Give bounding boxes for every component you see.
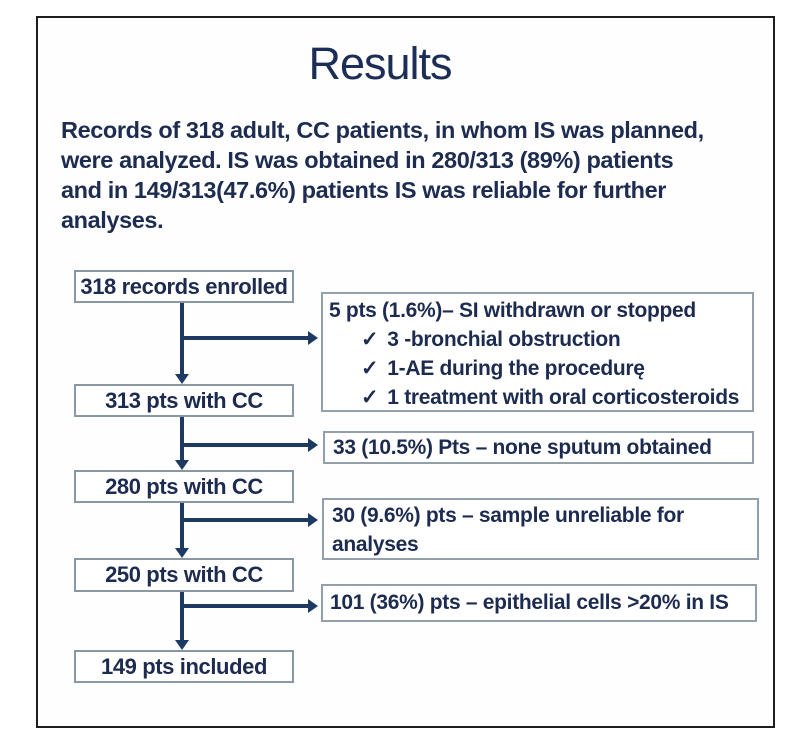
intro-paragraph: Records of 318 adult, CC patients, in wh… [61, 115, 704, 235]
intro-line-2: were analyzed. IS was obtained in 280/31… [61, 147, 674, 173]
intro-line-3: and in 149/313(47.6%) patients IS was re… [61, 177, 666, 203]
flow-arrow-down-4-head [175, 640, 189, 650]
sidebox-none-sputum: 33 (10.5%) Pts – none sputum obtained [323, 431, 754, 464]
flow-arrow-right-1-line [182, 336, 308, 340]
sidebox-check-item-1: ✓ 3 -bronchial obstruction [329, 325, 746, 354]
sidebox-check-item-1-label: 3 -bronchial obstruction [387, 328, 621, 351]
flow-box-280-pts: 280 pts with CC [74, 470, 294, 503]
sidebox-check-item-3: ✓ 1 treatment with oral corticosteroids [329, 383, 746, 412]
flow-arrow-right-4-head [308, 599, 318, 613]
sidebox-check-item-3-label: 1 treatment with oral corticosteroids [387, 386, 740, 409]
flow-box-250-pts: 250 pts with CC [74, 558, 294, 592]
intro-line-4: analyses. [61, 207, 164, 233]
flow-arrow-down-3-head [175, 548, 189, 558]
results-slide: Results Records of 318 adult, CC patient… [36, 16, 775, 728]
flow-arrow-right-1-head [308, 331, 318, 345]
checkmark-icon: ✓ [361, 357, 379, 380]
checkmark-icon: ✓ [361, 386, 379, 409]
sidebox-sample-unreliable-line-1: 30 (9.6%) pts – sample unreliable for [332, 504, 684, 527]
sidebox-check-item-2: ✓ 1-AE during the procedurę [329, 354, 746, 383]
flow-box-313-pts: 313 pts with CC [74, 384, 294, 417]
flow-arrow-right-3-head [308, 513, 318, 527]
sidebox-sample-unreliable: 30 (9.6%) pts – sample unreliable for an… [322, 498, 759, 560]
flow-arrow-right-2-head [308, 438, 318, 452]
sidebox-epithelial-cells-label: 101 (36%) pts – epithelial cells >20% in… [330, 591, 729, 614]
sidebox-sample-unreliable-line-2: analyses [332, 533, 419, 556]
sidebox-epithelial-cells: 101 (36%) pts – epithelial cells >20% in… [321, 584, 757, 622]
flow-arrow-down-2-head [175, 460, 189, 470]
flow-box-records-enrolled: 318 records enrolled [74, 270, 294, 303]
intro-line-1: Records of 318 adult, CC patients, in wh… [61, 117, 704, 143]
sidebox-si-withdrawn-title: 5 pts (1.6%)– SI withdrawn or stopped [329, 299, 696, 322]
flow-arrow-down-2-line [180, 417, 184, 460]
sidebox-none-sputum-label: 33 (10.5%) Pts – none sputum obtained [333, 435, 712, 459]
flow-arrow-down-3-line [180, 503, 184, 548]
slide-title: Results [308, 38, 452, 89]
sidebox-check-item-2-label: 1-AE during the procedurę [387, 357, 645, 380]
sidebox-si-withdrawn: 5 pts (1.6%)– SI withdrawn or stopped ✓ … [321, 292, 754, 412]
flow-arrow-right-2-line [182, 443, 308, 447]
flow-box-149-included: 149 pts included [74, 650, 294, 683]
flow-arrow-right-3-line [182, 518, 308, 522]
checkmark-icon: ✓ [361, 328, 379, 351]
flow-arrow-down-1-head [175, 374, 189, 384]
flow-arrow-right-4-line [182, 604, 308, 608]
flow-arrow-down-4-line [180, 592, 184, 640]
